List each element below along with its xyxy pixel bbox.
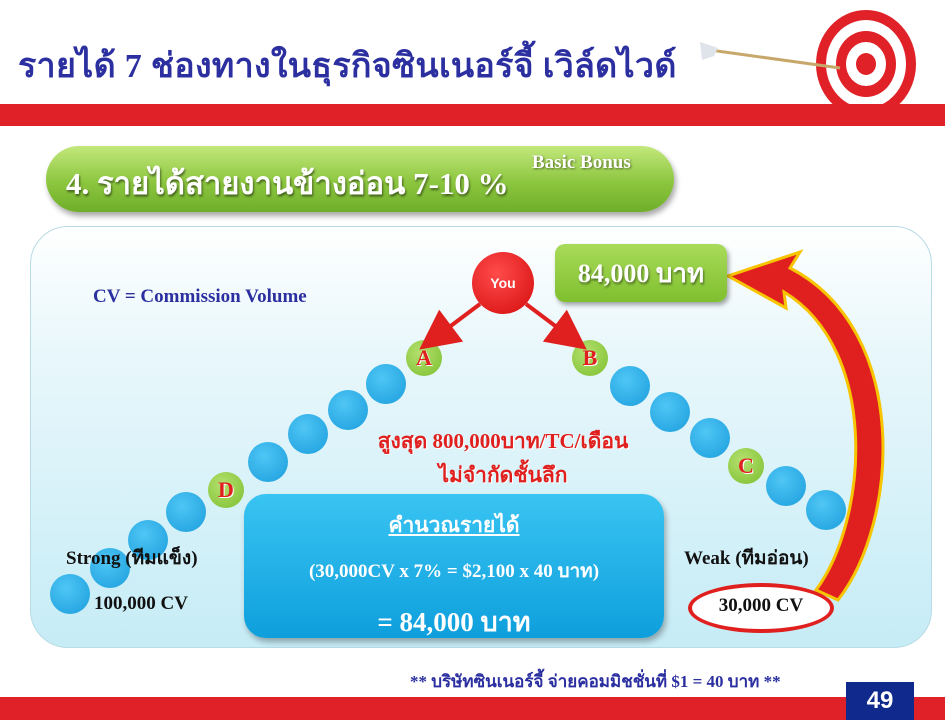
strong-leg-dot: [50, 574, 90, 614]
strong-leg-dot: [90, 548, 130, 588]
strong-leg-dot: [288, 414, 328, 454]
arrow-to-a: [419, 302, 482, 350]
footer-bar: [0, 697, 945, 720]
calculation-result: = 84,000 บาท: [377, 607, 531, 637]
strong-leg-dot: [248, 442, 288, 482]
bonus-type-label: Basic Bonus: [532, 152, 631, 173]
page-number: 49: [846, 682, 914, 720]
calculation-formula: (30,000CV x 7% = $2,100 x 40 บาท): [308, 561, 600, 582]
section-pill: [46, 146, 674, 212]
strong-leg-dot: [166, 492, 206, 532]
target-icon: [816, 10, 916, 118]
exchange-rate-footnote: ** บริษัทซินเนอร์จี้ จ่ายคอมมิชชั่นที่ $…: [410, 672, 781, 691]
calculation-box: [244, 494, 664, 638]
you-node: You: [472, 252, 534, 314]
weak-leg-dot: [610, 366, 650, 406]
cv-definition: CV = Commission Volume: [93, 286, 307, 307]
section-label: 4. รายได้สายงานข้างอ่อน 7-10 %: [66, 166, 509, 201]
arrow-to-b: [524, 302, 587, 350]
unlimited-depth-line: ไม่จำกัดชั้นลึก: [438, 463, 568, 487]
weak-leg-dot: [766, 466, 806, 506]
calculation-title: คำนวณรายได้: [388, 513, 520, 537]
weak-leg-dot: [690, 418, 730, 458]
dart-arrow-icon: [700, 42, 841, 70]
earnings-box: 84,000 บาท: [555, 244, 727, 302]
weak-leg-cv: 30,000 CV: [718, 595, 804, 616]
curved-arrow-weak-to-earnings: [724, 249, 885, 602]
weak-leg-dot: [806, 490, 846, 530]
max-earnings-note: สูงสุด 800,000บาท/TC/เดือน ไม่จำกัดชั้นล…: [358, 424, 648, 492]
weak-leg-label: Weak (ทีมอ่อน): [684, 548, 809, 569]
strong-leg-dot: [366, 364, 406, 404]
slide-title: รายได้ 7 ช่องทางในธุรกิจซินเนอร์จี้ เวิล…: [18, 48, 677, 85]
weak-leg-highlight: [688, 583, 834, 633]
max-earnings-line: สูงสุด 800,000บาท/TC/เดือน: [377, 429, 629, 453]
header-divider: [0, 104, 945, 126]
node-d: D: [208, 472, 244, 508]
strong-leg-label: Strong (ทีมแข็ง): [66, 548, 198, 569]
node-c: C: [728, 448, 764, 484]
strong-leg-cv: 100,000 CV: [94, 593, 188, 614]
weak-leg-dot: [650, 392, 690, 432]
strong-leg-dot: [128, 520, 168, 560]
strong-leg-dot: [328, 390, 368, 430]
